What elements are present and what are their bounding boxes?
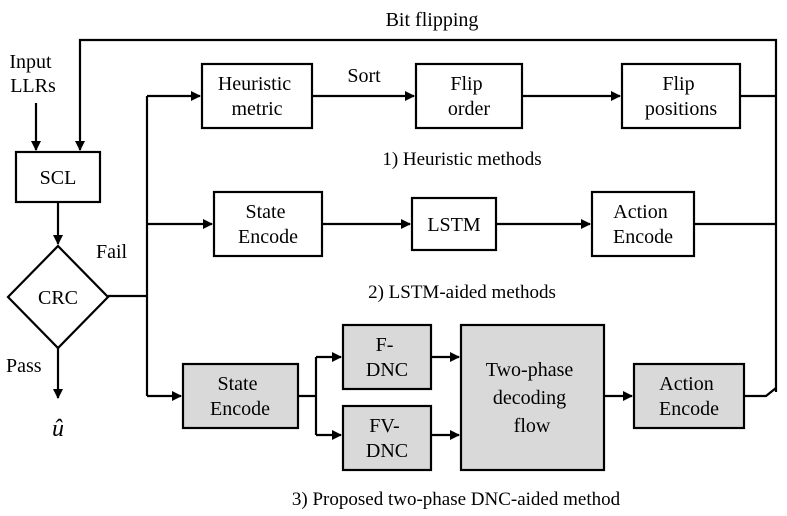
dnc-caption: 3) Proposed two-phase DNC-aided method — [292, 489, 621, 510]
connectors — [31, 38, 778, 440]
bit-flipping-loop — [75, 38, 778, 151]
u-hat-output: û — [52, 416, 64, 442]
row3-out-line — [744, 387, 777, 398]
scl-block: SCL — [14, 150, 102, 204]
svg-text:Flip positions: Flip positions — [645, 73, 717, 120]
f-dnc-block: F- DNC — [341, 323, 433, 391]
heuristic-caption: 1) Heuristic methods — [382, 149, 541, 170]
lstm-caption: 2) LSTM-aided methods — [368, 282, 556, 303]
lstm-block: LSTM — [410, 196, 498, 252]
crc-label: CRC — [38, 287, 78, 309]
svg-text:LSTM: LSTM — [427, 214, 481, 236]
input-label: Input LLRs — [9, 51, 56, 97]
heuristic-metric-block: Heuristic metric — [200, 62, 314, 130]
fail-label: Fail — [96, 241, 128, 263]
svg-text:Two-phase decoding: Two-phase decoding flow — [486, 359, 578, 437]
flip-positions-block: Flip positions — [620, 62, 742, 130]
svg-text:Heuristic metric: Heuristic metric — [218, 73, 296, 120]
pass-label: Pass — [6, 355, 42, 377]
svg-text:State Encode: State Encode — [238, 201, 298, 248]
bit-flipping-label: Bit flipping — [386, 9, 479, 31]
dnc-action-encode-block: Action Encode — [632, 362, 746, 430]
svg-text:Flip order: Flip order — [448, 73, 491, 120]
lstm-action-encode-block: Action Encode — [590, 190, 696, 258]
dnc-state-encode-block: State Encode — [181, 362, 300, 430]
lstm-state-encode-block: State Encode — [212, 190, 324, 258]
fv-dnc-block: FV- DNC — [341, 404, 433, 472]
flip-order-block: Flip order — [414, 62, 524, 130]
svg-text:State Encode: State Encode — [210, 373, 270, 420]
two-phase-flow-block: Two-phase decoding flow — [459, 323, 606, 472]
scl-label: SCL — [40, 167, 77, 189]
svg-text:Action Encode: Action Encode — [613, 201, 673, 248]
svg-text:Action Encode: Action Encode — [659, 373, 719, 420]
svg-text:F- DNC: F- DNC — [366, 334, 408, 381]
svg-text:FV- DNC: FV- DNC — [366, 415, 408, 462]
crc-decision: CRC — [6, 244, 110, 350]
sort-label: Sort — [347, 65, 381, 87]
